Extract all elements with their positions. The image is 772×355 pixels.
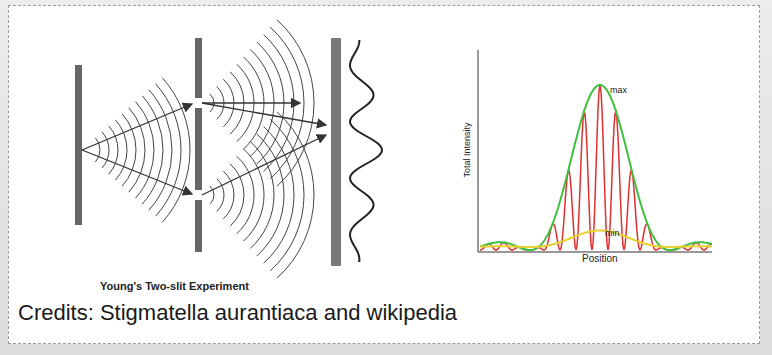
wavefront-arc [122, 114, 136, 186]
wavefront-arc [149, 90, 172, 210]
wavefront-arc [250, 141, 274, 248]
wavefront-arc [136, 102, 154, 198]
wavefront-arc [257, 134, 284, 256]
wavefront-arc [129, 108, 145, 192]
wavefront-arc [210, 186, 214, 204]
max-envelope [480, 85, 712, 250]
wavefront-arc [230, 164, 244, 226]
slit-barrier [195, 38, 202, 98]
curve-label: min [605, 229, 620, 239]
min-envelope [480, 231, 712, 248]
wavefront-arc [162, 78, 190, 223]
credits-caption: Credits: Stigmatella aurantiaca and wiki… [18, 301, 457, 325]
wavefront-arc [223, 171, 234, 219]
curve-label: max [610, 86, 627, 96]
screen [331, 38, 341, 266]
wavefront-arc [142, 96, 163, 204]
axis-label: Total Intensity [463, 122, 473, 177]
wavefront-arc [270, 119, 304, 271]
frame [8, 5, 760, 344]
slit-barrier [195, 200, 202, 252]
wavefronts [95, 20, 314, 278]
intensity-curve [480, 85, 712, 250]
slit-barrier [195, 108, 202, 190]
wavefront-arc [95, 138, 100, 162]
wavefront-arc [217, 179, 224, 212]
source-barrier [75, 65, 82, 225]
axis-label: Position [582, 253, 618, 264]
fringe-pattern [350, 40, 382, 262]
diagram-title: Young's Two-slit Experiment [100, 280, 249, 292]
wavefront-arc [156, 84, 181, 216]
wavefront-arc [264, 127, 294, 264]
wavefront-arc [243, 149, 264, 241]
wavefront-arc [115, 120, 127, 180]
wavefront-arc [277, 112, 314, 278]
wavefront-arc [102, 132, 109, 168]
wavefront-arc [109, 126, 118, 174]
ray-arrows [82, 103, 326, 195]
wavefront-arc [237, 156, 254, 233]
axes [478, 50, 712, 252]
